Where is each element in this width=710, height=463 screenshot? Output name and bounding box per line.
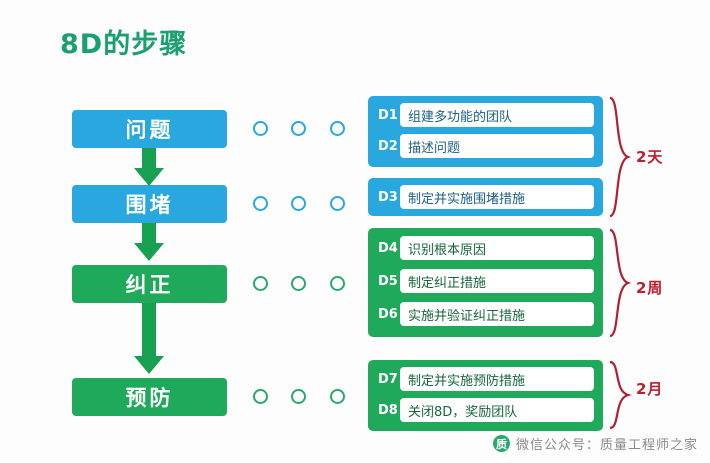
step-text: 关闭8D，奖励团队 [400, 398, 594, 422]
connector-dot [330, 389, 345, 404]
step-code: D8 [378, 402, 398, 418]
connector-dot [291, 196, 306, 211]
watermark-logo-icon: 质 [492, 435, 510, 452]
connector-dot [330, 196, 345, 211]
step-text: 组建多功能的团队 [400, 103, 594, 127]
arrow-head-2 [134, 243, 164, 261]
step-group-2: D3 制定并实施围堵措施 [368, 178, 603, 216]
connector-dot [330, 276, 345, 291]
step-text: 实施并验证纠正措施 [400, 302, 594, 326]
connector-dot [291, 276, 306, 291]
step-row-d1: D1 组建多功能的团队 [374, 103, 594, 127]
step-group-4: D7 制定并实施预防措施 D8 关闭8D，奖励团队 [368, 360, 603, 431]
step-code: D2 [378, 138, 398, 154]
stage-label: 围堵 [125, 193, 174, 217]
step-code: D4 [378, 240, 398, 256]
brace-1 [609, 96, 632, 218]
step-text: 识别根本原因 [400, 236, 594, 260]
step-code: D5 [378, 273, 398, 289]
step-text: 制定并实施预防措施 [400, 367, 594, 391]
stage-box-containment: 围堵 [72, 185, 227, 223]
brace-2 [609, 228, 632, 338]
arrow-shaft-2 [142, 223, 156, 245]
brace-3 [609, 360, 632, 430]
step-row-d2: D2 描述问题 [374, 134, 594, 158]
connector-dot [291, 121, 306, 136]
watermark-text: 微信公众号：质量工程师之家 [515, 438, 698, 453]
stage-box-problem: 问题 [72, 110, 227, 148]
stage-label: 问题 [125, 118, 174, 142]
stage-box-correction: 纠正 [72, 265, 227, 303]
step-code: D3 [378, 189, 398, 205]
step-group-3: D4 识别根本原因 D5 制定纠正措施 D6 实施并验证纠正措施 [368, 228, 603, 337]
stage-label: 预防 [125, 386, 174, 410]
step-code: D7 [378, 371, 398, 387]
arrow-head-3 [134, 356, 164, 374]
arrow-shaft-3 [142, 303, 156, 358]
page-title: 8D的步骤 [60, 29, 188, 60]
step-row-d3: D3 制定并实施围堵措施 [374, 185, 594, 209]
step-row-d6: D6 实施并验证纠正措施 [374, 302, 594, 326]
step-text: 制定纠正措施 [400, 269, 594, 293]
connector-dot [291, 389, 306, 404]
step-code: D1 [378, 107, 398, 123]
watermark: 质 微信公众号：质量工程师之家 [492, 434, 698, 453]
connector-dot [253, 196, 268, 211]
stage-box-prevention: 预防 [72, 378, 227, 416]
connector-dot [330, 121, 345, 136]
step-text: 制定并实施围堵措施 [400, 185, 594, 209]
duration-label-3: 2月 [636, 380, 664, 398]
step-row-d4: D4 识别根本原因 [374, 236, 594, 260]
stage-label: 纠正 [125, 273, 174, 297]
arrow-head-1 [134, 168, 164, 186]
duration-label-1: 2天 [636, 148, 664, 166]
connector-dot [253, 121, 268, 136]
duration-label-2: 2周 [636, 279, 664, 297]
step-row-d8: D8 关闭8D，奖励团队 [374, 398, 594, 422]
step-row-d5: D5 制定纠正措施 [374, 269, 594, 293]
connector-dot [253, 389, 268, 404]
step-group-1: D1 组建多功能的团队 D2 描述问题 [368, 96, 603, 167]
step-text: 描述问题 [400, 134, 594, 158]
step-code: D6 [378, 306, 398, 322]
step-row-d7: D7 制定并实施预防措施 [374, 367, 594, 391]
connector-dot [253, 276, 268, 291]
arrow-shaft-1 [142, 148, 156, 170]
